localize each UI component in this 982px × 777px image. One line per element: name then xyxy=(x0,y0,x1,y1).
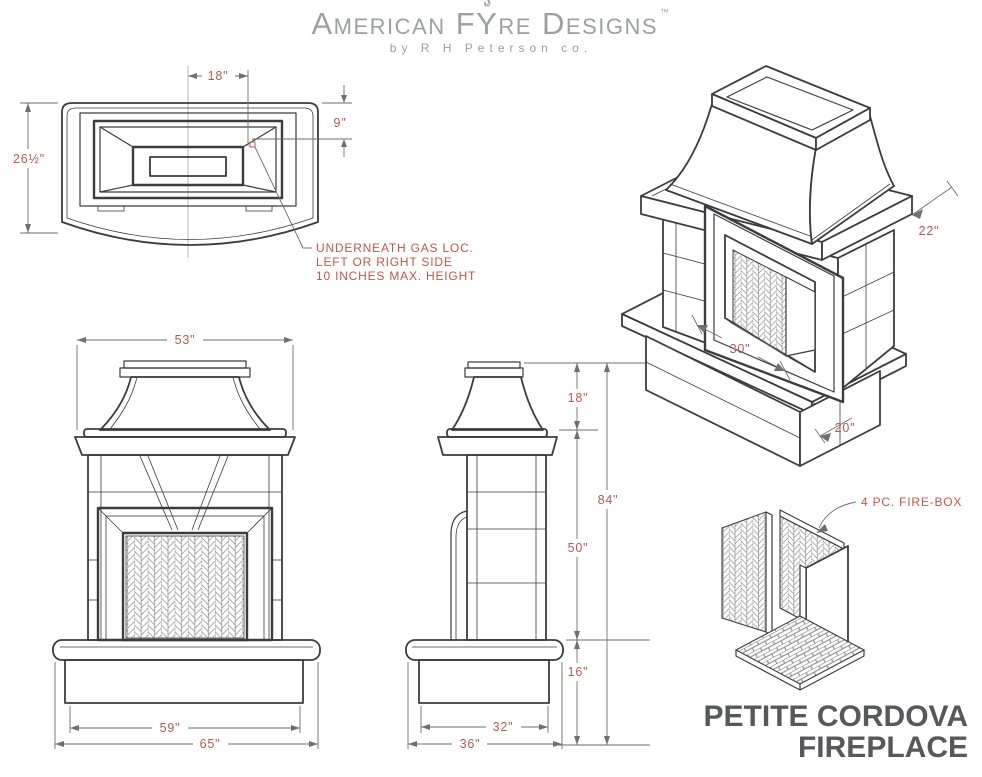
dim-side-body-height: 50" xyxy=(568,430,589,640)
gas-note: UNDERNEATH GAS LOC. LEFT OR RIGHT SIDE 1… xyxy=(316,241,476,283)
dim-iso-cap-depth: 22" xyxy=(911,180,959,238)
dim-top-opening-width: 18" xyxy=(188,68,249,146)
dim-front-cap-width: 53" xyxy=(76,333,294,430)
product-title-line2: FIREPLACE xyxy=(797,730,968,764)
svg-text:18": 18" xyxy=(568,391,589,405)
isometric-view: 22" 30" 20" xyxy=(621,65,959,467)
dim-side-base-height: 16" xyxy=(568,640,589,745)
product-title-line1: PETITE CORDOVA xyxy=(703,699,968,733)
gas-location-leader xyxy=(249,141,312,249)
dim-front-hearth-width: 65" xyxy=(54,662,319,751)
svg-text:59": 59" xyxy=(160,721,181,735)
svg-text:22": 22" xyxy=(919,224,940,238)
svg-text:65": 65" xyxy=(200,737,221,751)
dim-iso-opening-width: 30" xyxy=(691,314,791,381)
svg-text:9": 9" xyxy=(334,116,347,130)
firebox-detail: 4 PC. FIRE-BOX xyxy=(721,495,962,691)
svg-text:36": 36" xyxy=(460,737,481,751)
gas-note-line2: LEFT OR RIGHT SIDE xyxy=(316,255,453,269)
svg-text:26½": 26½" xyxy=(13,152,45,166)
logo-text-post: re Designs xyxy=(498,6,659,41)
side-view: 18" 50" 16" xyxy=(405,361,650,751)
svg-text:50": 50" xyxy=(568,541,589,555)
dim-side-base-depth: 32" xyxy=(420,706,549,734)
iso-floor-brick xyxy=(724,317,816,373)
top-view: 18" 9" 26½" xyxy=(13,66,352,258)
front-view: 53" 59" 65" xyxy=(52,333,321,751)
product-title: PETITE CORDOVA FIREPLACE xyxy=(703,699,968,764)
flame-icon xyxy=(484,0,491,7)
logo-trademark: ™ xyxy=(660,7,671,17)
gas-note-line3: 10 INCHES MAX. HEIGHT xyxy=(316,269,476,283)
dim-side-hearth-depth: 36" xyxy=(407,662,563,751)
svg-text:18": 18" xyxy=(208,69,229,83)
dim-top-opening-depth: 9" xyxy=(252,85,352,157)
dim-iso-base-depth: 20" xyxy=(814,417,856,444)
dim-side-overall-height: 84" xyxy=(598,363,619,745)
firebox-label: 4 PC. FIRE-BOX xyxy=(861,495,962,509)
svg-text:20": 20" xyxy=(835,421,856,435)
firebox-left-panel xyxy=(721,511,767,633)
dim-top-overall-depth: 26½" xyxy=(13,102,58,234)
dim-front-base-width: 59" xyxy=(69,706,301,735)
logo-byline: by R H Peterson co. xyxy=(389,41,593,55)
svg-text:16": 16" xyxy=(568,665,589,679)
logo-letter-y: Y xyxy=(476,0,498,39)
front-herringbone-panel xyxy=(125,535,245,639)
logo-text-pre: American F xyxy=(311,6,477,41)
svg-text:84": 84" xyxy=(598,493,619,507)
svg-text:53": 53" xyxy=(175,333,196,347)
svg-text:32": 32" xyxy=(493,720,514,734)
dim-side-chimney-height: 18" xyxy=(568,363,589,430)
svg-text:30": 30" xyxy=(730,342,751,356)
gas-note-line1: UNDERNEATH GAS LOC. xyxy=(316,241,474,255)
